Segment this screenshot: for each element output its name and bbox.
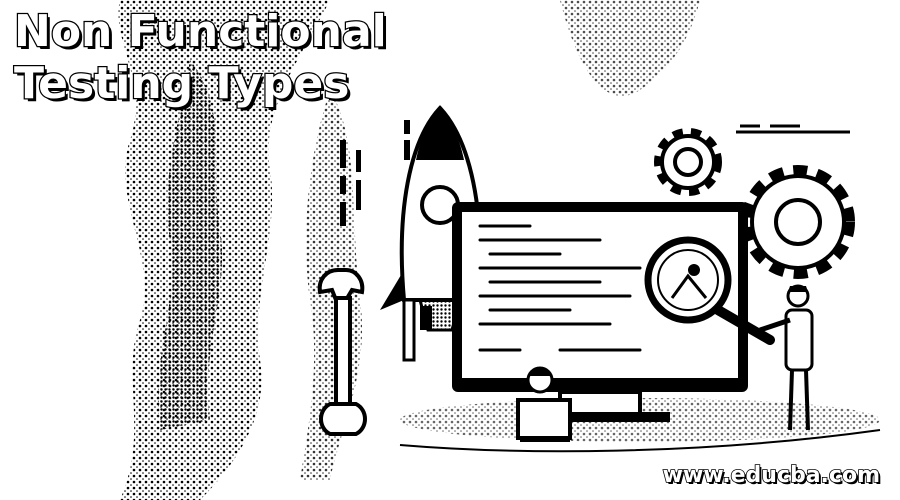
gear-large-icon — [741, 165, 855, 279]
ground-line — [399, 429, 881, 453]
website-url: www.educba.com — [662, 462, 881, 489]
screen-code — [478, 224, 642, 352]
magnifier-icon — [644, 236, 775, 345]
wrench-icon — [317, 268, 367, 436]
title-line-2: Testing Types — [13, 57, 351, 111]
page-title: Non Functional Testing Types — [13, 5, 388, 111]
person-icon — [759, 284, 814, 431]
header-marks — [736, 124, 850, 134]
gear-icon — [654, 128, 722, 196]
screwdriver-icon — [402, 298, 432, 362]
title-line-1: Non Functional — [13, 5, 388, 59]
person-seated-icon — [516, 366, 572, 442]
decorative-marks — [340, 120, 410, 226]
